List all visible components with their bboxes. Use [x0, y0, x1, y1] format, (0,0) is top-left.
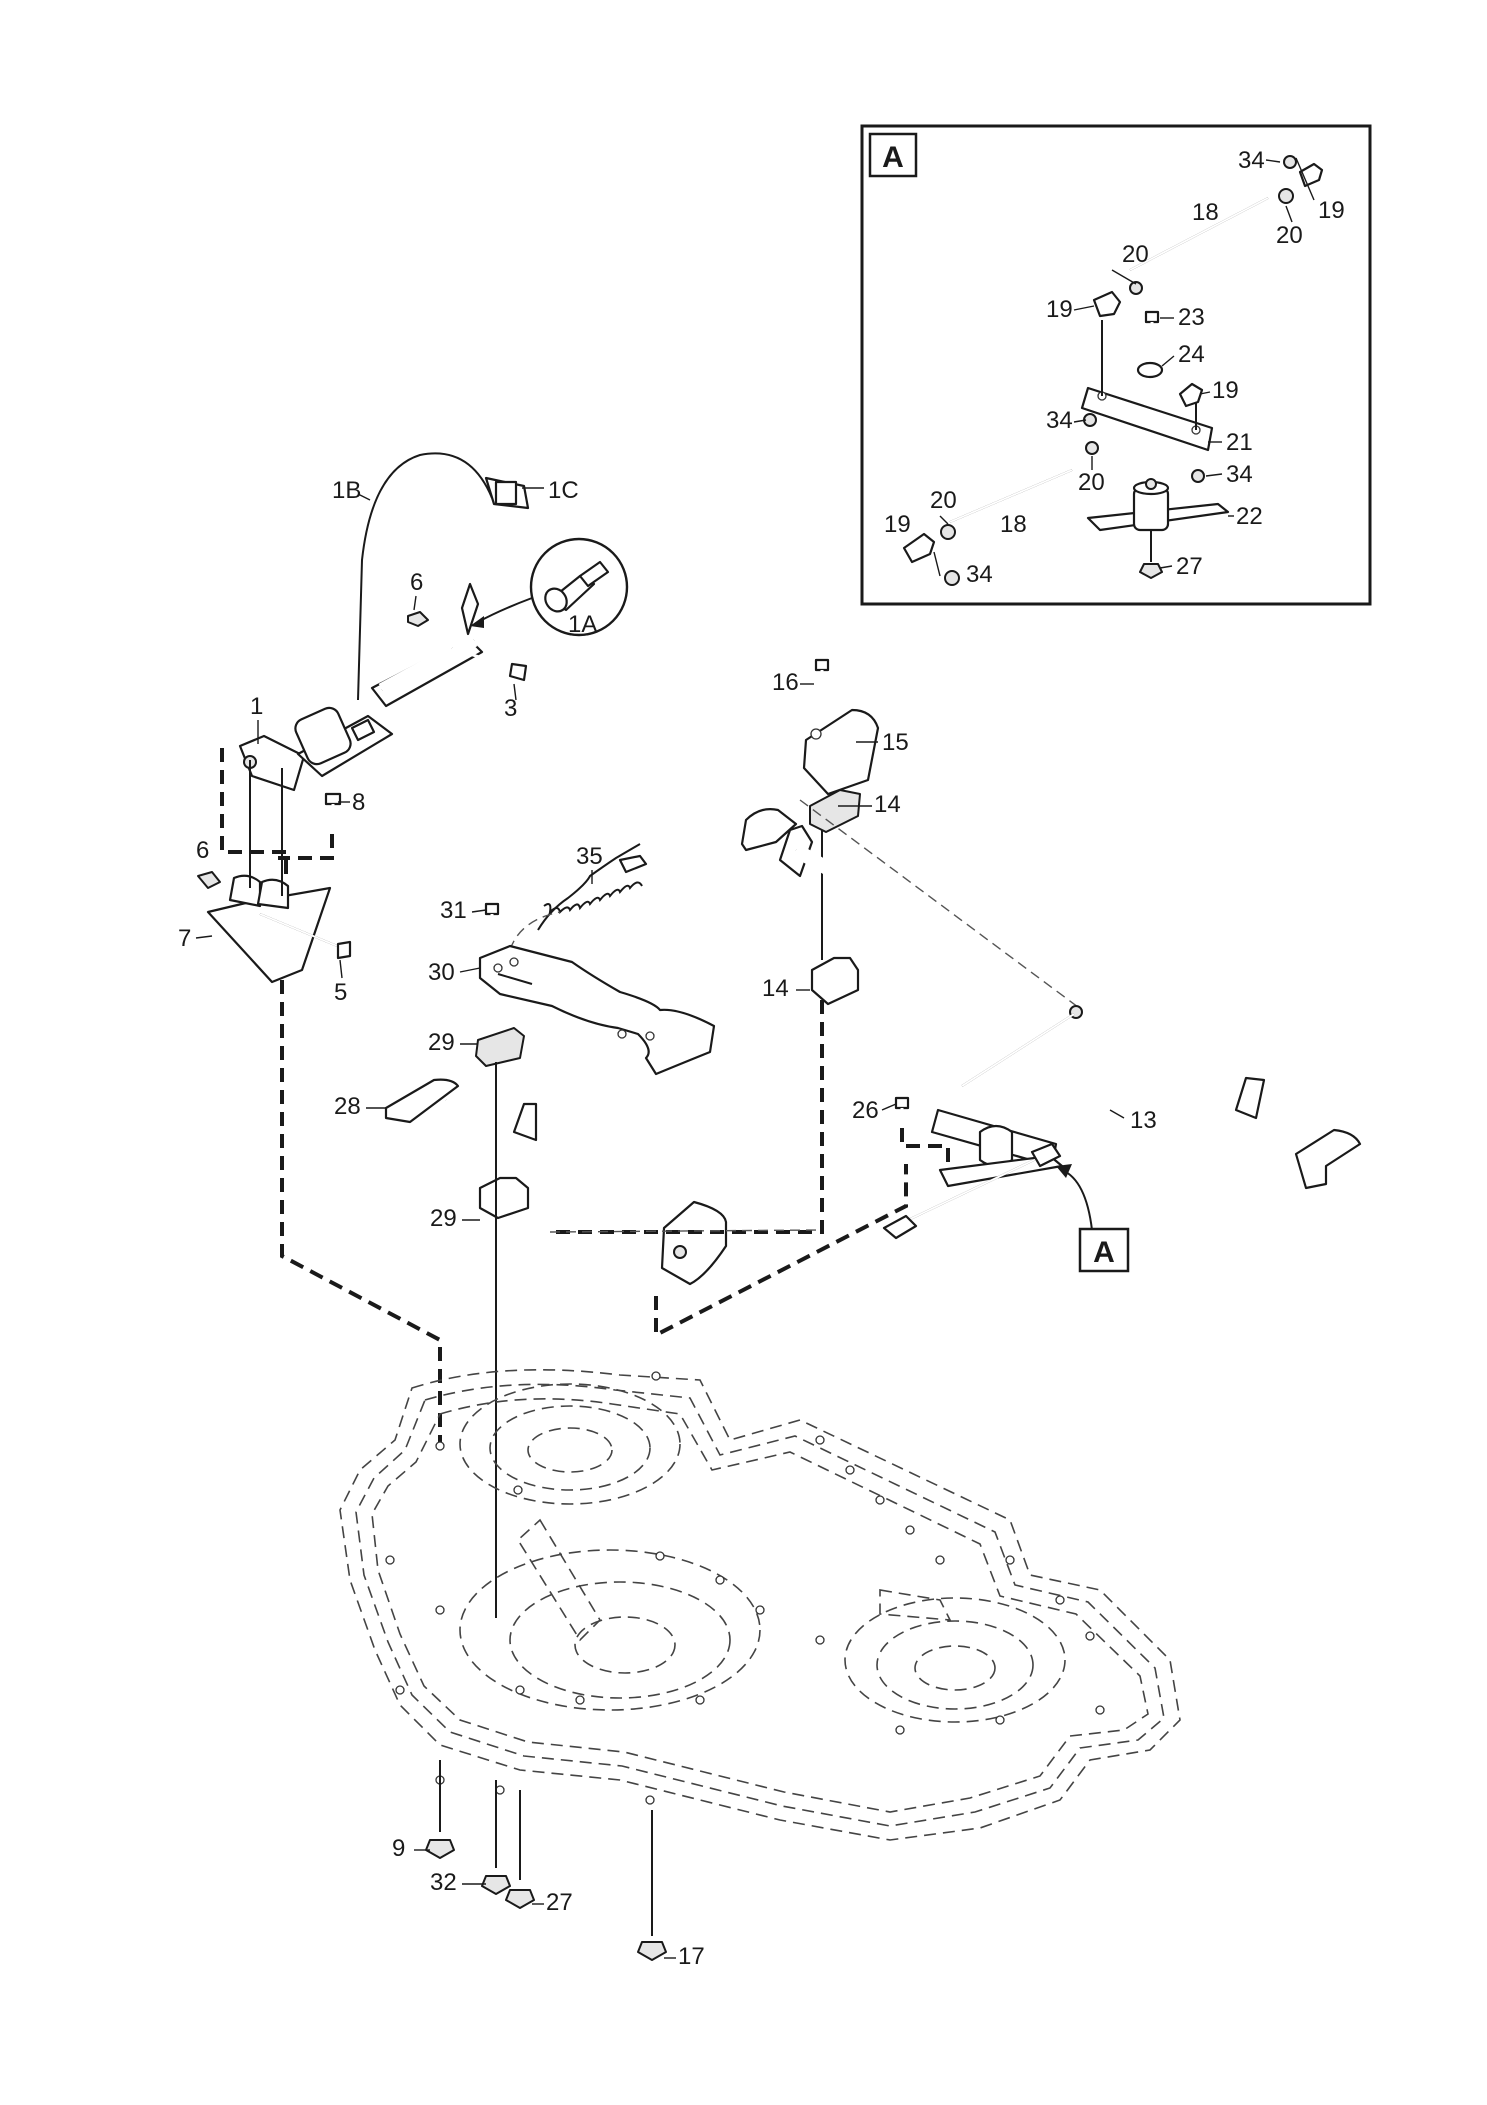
detail-callout-23: 23: [1178, 304, 1205, 331]
detail-callout-21: 21: [1226, 429, 1253, 456]
nut-icon: [505, 1889, 535, 1909]
callout-6b: 6: [196, 837, 209, 864]
detail-callout-20b: 20: [1122, 241, 1149, 268]
callout-28: 28: [334, 1093, 361, 1120]
callout-6a: 6: [410, 569, 423, 596]
nut-icon: [637, 1941, 667, 1961]
pad-icon: [475, 1027, 525, 1067]
callout-16: 16: [772, 669, 799, 696]
pad-icon: [810, 956, 860, 1006]
callout-29a: 29: [428, 1029, 455, 1056]
callout-box-letter: A: [1093, 1236, 1115, 1269]
callout-3: 3: [504, 695, 517, 722]
callout-32: 32: [430, 1869, 457, 1896]
electric-actuator: [238, 452, 530, 792]
detail-callout-34c: 34: [1226, 461, 1253, 488]
nut-icon: [425, 1839, 455, 1859]
plate-15: [802, 708, 880, 796]
callout-labels: 1 1A 1B 1C 3 5 6 6 7 8 9 13 14 14 15 16 …: [178, 477, 1157, 1970]
callout-29b: 29: [430, 1205, 457, 1232]
callout-1a: 1A: [568, 611, 597, 638]
mounting-bracket: [197, 760, 352, 984]
callout-14a: 14: [874, 791, 901, 818]
nut-icon: [481, 1875, 511, 1895]
callout-8: 8: [352, 789, 365, 816]
detail-callout-22: 22: [1236, 503, 1263, 530]
detail-box-a: A: [860, 124, 1372, 606]
detail-callout-20d: 20: [930, 487, 957, 514]
detail-callout-34a: 34: [1238, 147, 1265, 174]
callout-17: 17: [678, 1943, 705, 1970]
detail-callout-19d: 19: [884, 511, 911, 538]
pad-icon: [809, 789, 861, 833]
callout-31: 31: [440, 897, 467, 924]
detail-callout-19a: 19: [1318, 197, 1345, 224]
detail-box-letter: A: [882, 141, 904, 174]
callout-15: 15: [882, 729, 909, 756]
pin-icon: [407, 611, 429, 627]
detail-callout-18b: 18: [1000, 511, 1027, 538]
detail-callout-27: 27: [1176, 553, 1203, 580]
detail-callout-24: 24: [1178, 341, 1205, 368]
linkage-assembly: [882, 1013, 1075, 1240]
ball-joint-icon: [1092, 290, 1122, 318]
detail-callout-18a: 18: [1192, 199, 1219, 226]
callout-14b: 14: [762, 975, 789, 1002]
spring-bracket-group: [478, 843, 716, 1076]
callout-1c: 1C: [548, 477, 579, 504]
callout-1: 1: [250, 693, 263, 720]
detail-callout-19b: 19: [1046, 296, 1073, 323]
callout-box-a: A: [1056, 1164, 1130, 1273]
detail-callout-20a: 20: [1276, 222, 1303, 249]
callout-27: 27: [546, 1889, 573, 1916]
detail-callout-34d: 34: [966, 561, 993, 588]
detail-callout-20c: 20: [1078, 469, 1105, 496]
callout-leaders: [195, 487, 1125, 1959]
bracket-plate: [1080, 386, 1214, 452]
callout-35: 35: [576, 843, 603, 870]
pad-icon: [478, 1176, 530, 1220]
detail-callout-34b: 34: [1046, 407, 1073, 434]
inset-clevis-1a: [470, 537, 629, 637]
callout-9: 9: [392, 1835, 405, 1862]
callout-13: 13: [1130, 1107, 1157, 1134]
callout-1b: 1B: [332, 477, 361, 504]
callout-5: 5: [334, 979, 347, 1006]
callout-7: 7: [178, 925, 191, 952]
detail-callout-19c: 19: [1212, 377, 1239, 404]
callout-30: 30: [428, 959, 455, 986]
pedal-rod: [384, 1078, 728, 1286]
mower-deck: [339, 1368, 1181, 1841]
callout-26: 26: [852, 1097, 879, 1124]
